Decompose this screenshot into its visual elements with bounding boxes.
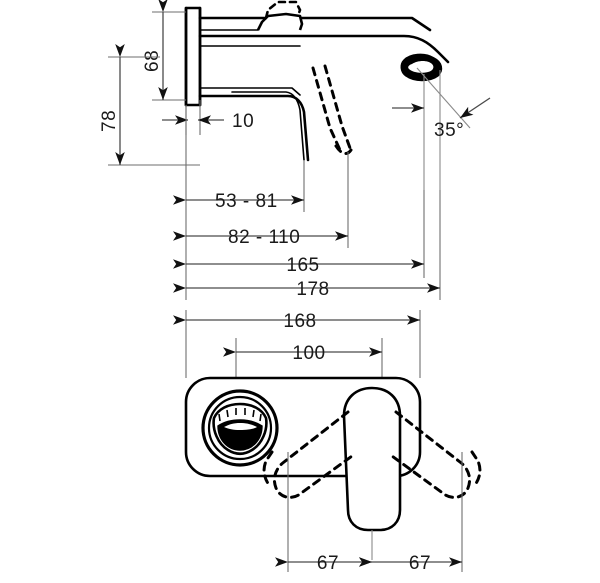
dim-82-110-label: 82 - 110 bbox=[228, 227, 300, 248]
dim-168-label: 168 bbox=[283, 311, 316, 332]
wall-escutcheon-side bbox=[184, 6, 202, 107]
front-view-group bbox=[184, 376, 482, 560]
dim-82-110-group: 82 - 110 bbox=[173, 227, 348, 248]
lever-handle-front bbox=[342, 386, 402, 532]
handle-down-dashed-side bbox=[311, 64, 353, 155]
dim-67-group: 67 67 bbox=[275, 452, 463, 574]
aerator-outlet-front bbox=[201, 389, 279, 467]
dim-78-group: 78 bbox=[99, 44, 200, 166]
dim-78-label: 78 bbox=[99, 110, 120, 132]
dim-165-label: 165 bbox=[286, 255, 319, 276]
dim-67-left-label: 67 bbox=[317, 553, 339, 574]
dim-35deg-label: 35° bbox=[434, 120, 464, 141]
spout-body-side bbox=[198, 16, 450, 162]
dim-10-group: 10 bbox=[162, 100, 254, 135]
aerator-outlet-side bbox=[400, 53, 443, 82]
dim-68-group: 68 bbox=[142, 0, 186, 101]
dim-35deg-group: 35° bbox=[392, 97, 491, 141]
handle-swivel-right-dashed bbox=[390, 410, 482, 499]
dim-100-label: 100 bbox=[292, 343, 325, 364]
handle-swivel-dashed-side bbox=[264, 0, 302, 20]
dim-165-group: 165 bbox=[173, 255, 424, 276]
dim-168-group: 168 bbox=[173, 310, 421, 378]
dim-53-81-group: 53 - 81 bbox=[173, 191, 304, 212]
dim-67-right-label: 67 bbox=[409, 553, 431, 574]
lever-handle-side bbox=[256, 12, 304, 31]
side-view-group bbox=[184, 0, 471, 190]
dim-68-label: 68 bbox=[142, 50, 163, 72]
dim-10-label: 10 bbox=[232, 111, 254, 132]
dim-53-81-label: 53 - 81 bbox=[215, 191, 278, 212]
dim-178-label: 178 bbox=[296, 279, 329, 300]
dim-100-group: 100 bbox=[223, 338, 383, 382]
dim-178-group: 178 bbox=[173, 279, 440, 300]
handle-swivel-left-dashed bbox=[262, 410, 354, 499]
